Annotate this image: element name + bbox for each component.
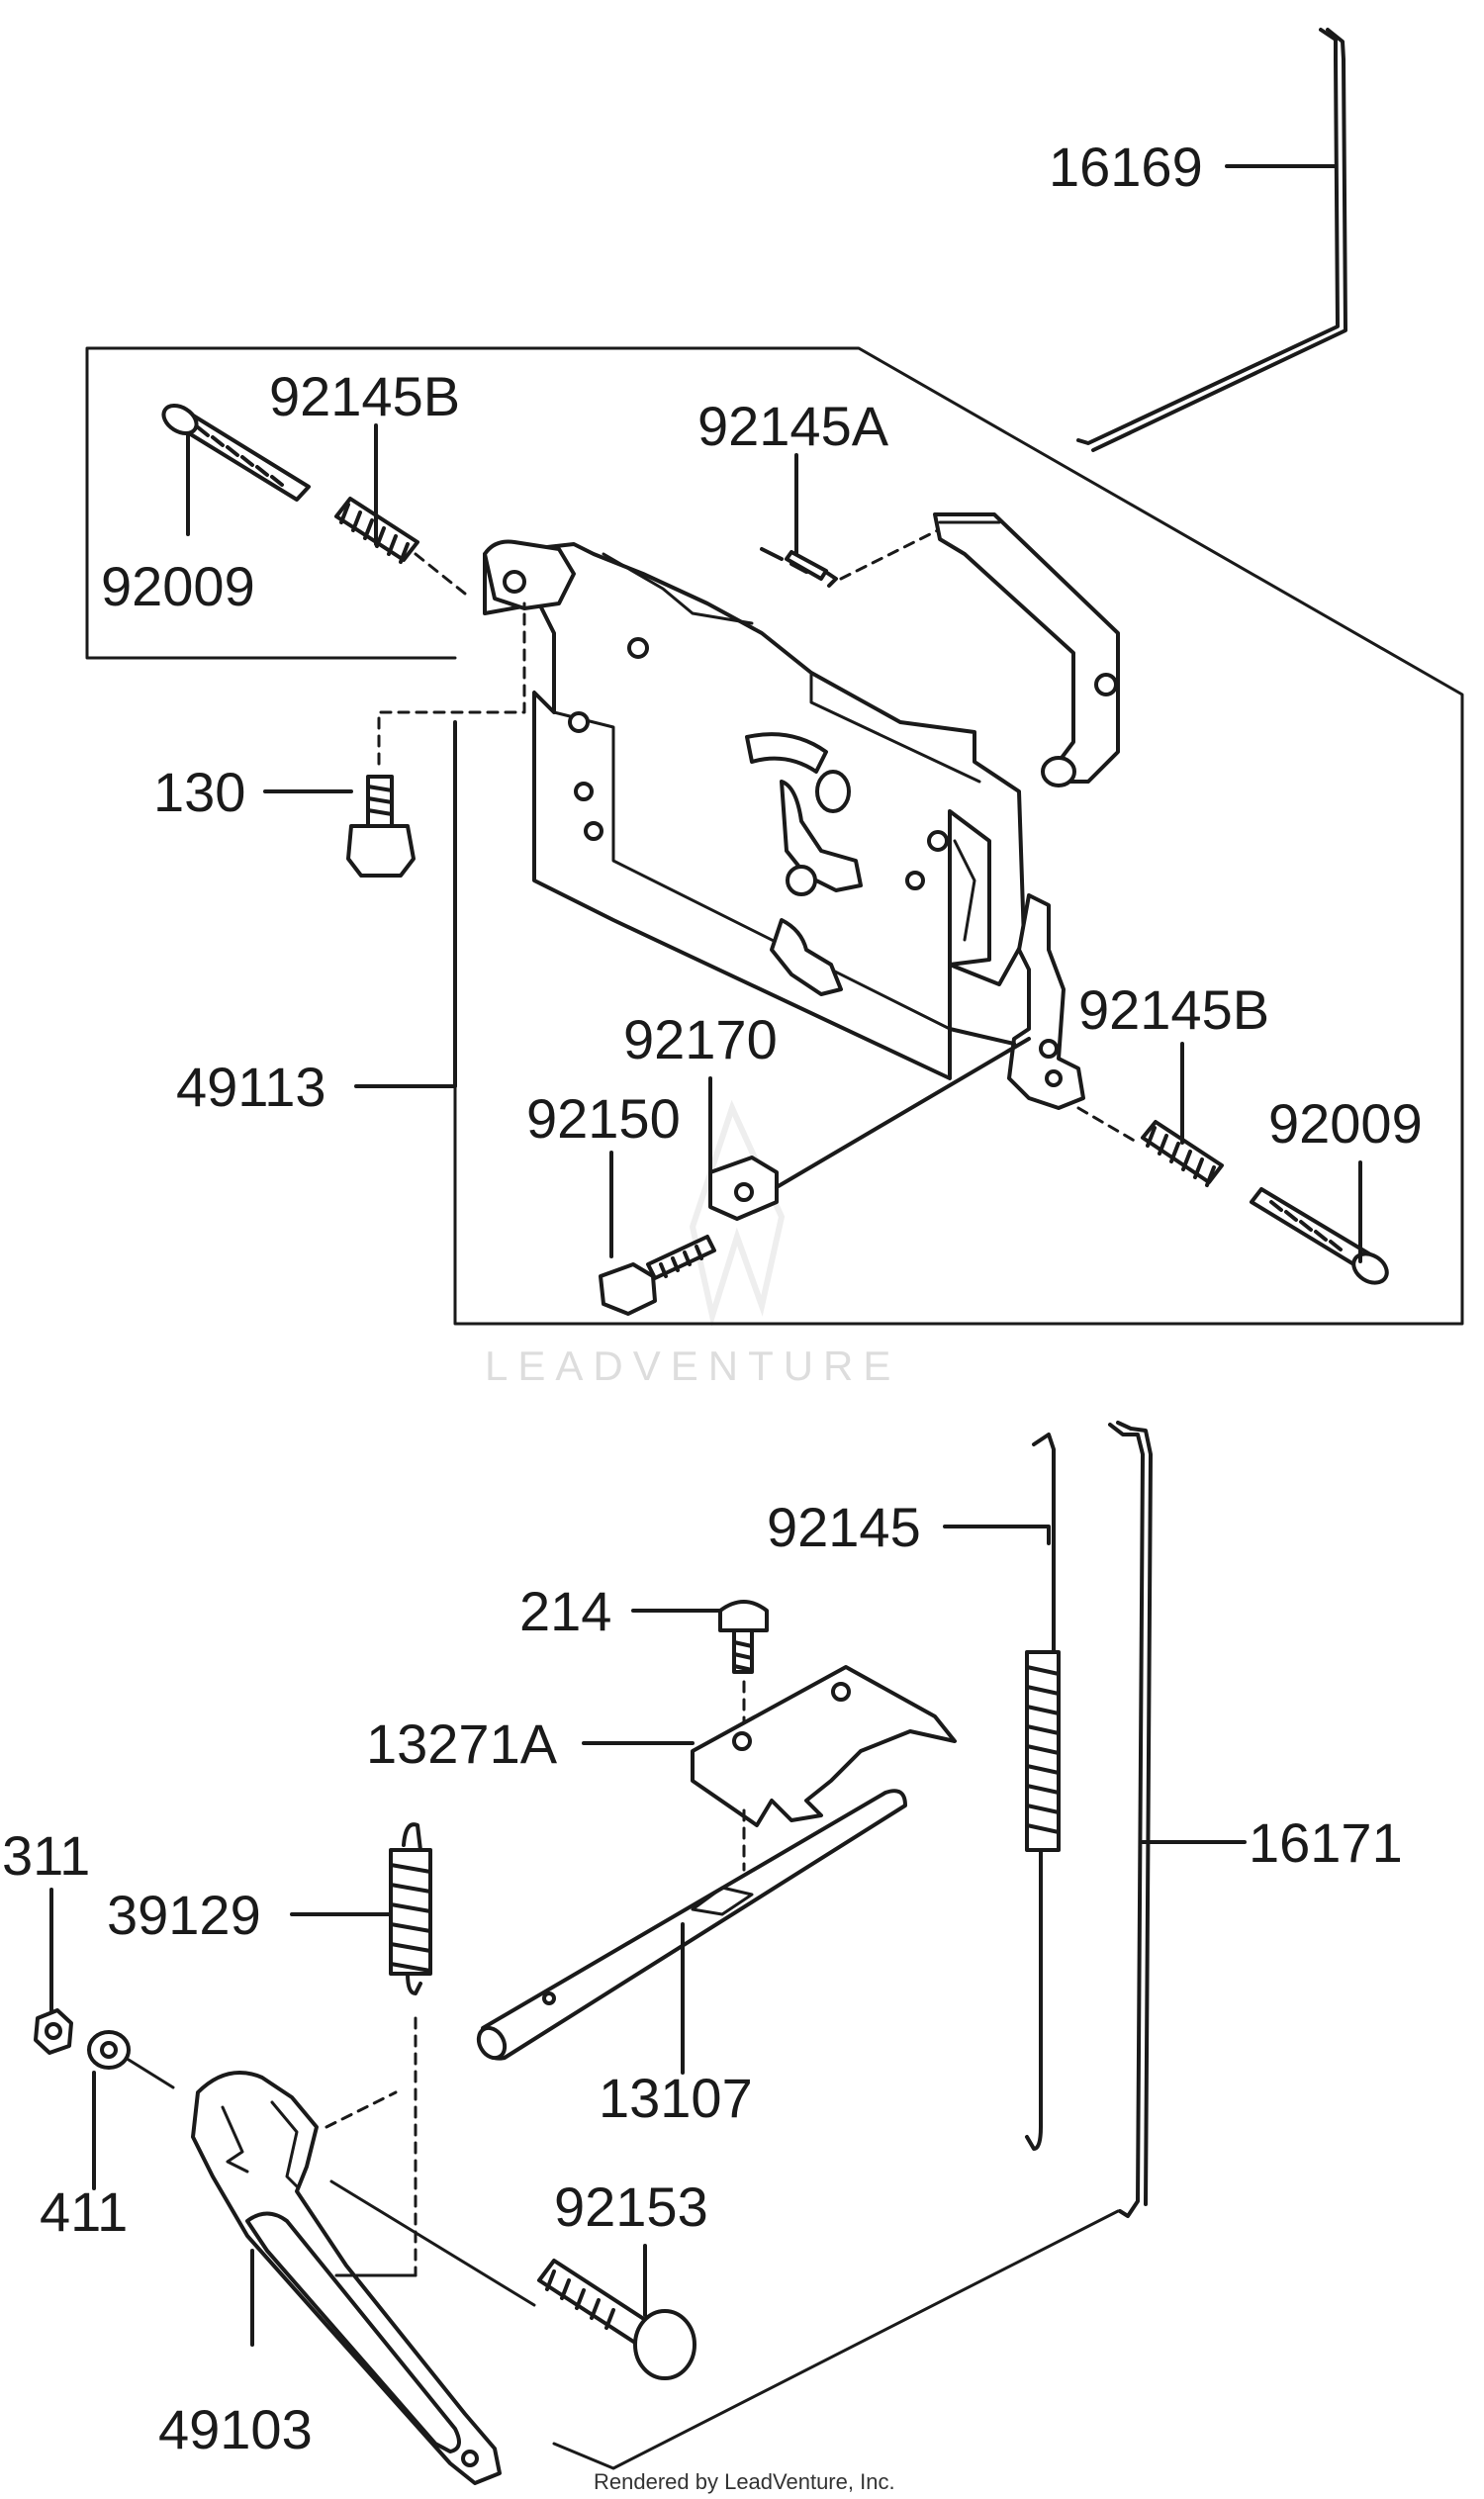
pin-92153: [537, 2259, 696, 2380]
clamp-92170: [708, 1037, 1031, 1221]
callout-411: 411: [40, 2180, 128, 2243]
credit-text: Rendered by LeadVenture, Inc.: [594, 2469, 895, 2494]
callout-16171: 16171: [1249, 1811, 1403, 1874]
spring-92145a: [760, 527, 942, 588]
spring-39129: [389, 1822, 432, 2277]
callout-92009-top: 92009: [101, 555, 255, 617]
callout-92145a: 92145A: [697, 395, 889, 457]
callout-92145: 92145: [767, 1496, 921, 1558]
screw-214: [718, 1600, 769, 1743]
bolt-92009-right: [1250, 1187, 1389, 1285]
assembly-frame-49113: [85, 346, 1464, 1326]
lever-arm-top: [933, 512, 1120, 787]
bolt-92009-left: [161, 404, 311, 502]
callout-92145b-right: 92145B: [1078, 978, 1269, 1041]
bolt-92150: [599, 1235, 716, 1316]
spring-92145: [1025, 1433, 1061, 2151]
callout-92009-right: 92009: [1268, 1092, 1423, 1155]
callout-13271a: 13271A: [366, 1712, 558, 1775]
rod-16169: [1076, 28, 1347, 452]
callout-49113: 49113: [176, 1056, 326, 1118]
spring-92145b-right: [1076, 1106, 1224, 1187]
leader-lines: [49, 164, 1362, 2347]
watermark-text: LEADVENTURE: [485, 1342, 900, 1389]
watermark-logo: [689, 1099, 786, 1328]
callout-13107: 13107: [599, 2067, 753, 2129]
lever-plate-right: [948, 893, 1085, 1110]
callout-311: 311: [2, 1824, 90, 1887]
shaft-13107: [476, 1789, 907, 2061]
callout-92153: 92153: [554, 2175, 708, 2238]
nut-311: [34, 2008, 73, 2055]
rod-16171: [552, 1421, 1153, 2470]
plate-13271a: [691, 1665, 957, 1872]
washer-411: [87, 2030, 175, 2089]
callout-49103: 49103: [158, 2398, 313, 2460]
callout-92150: 92150: [526, 1087, 681, 1150]
callout-130: 130: [153, 761, 245, 823]
bolt-130: [346, 602, 526, 878]
spring-92145b-top: [334, 497, 467, 596]
callout-92170: 92170: [623, 1008, 778, 1070]
control-bracket-49113: [483, 539, 1026, 1080]
callout-39129: 39129: [107, 1884, 261, 1946]
lever-49103: [191, 2071, 536, 2485]
callout-214: 214: [519, 1580, 611, 1642]
callout-92145b-top: 92145B: [269, 365, 460, 427]
callout-16169: 16169: [1049, 136, 1203, 198]
